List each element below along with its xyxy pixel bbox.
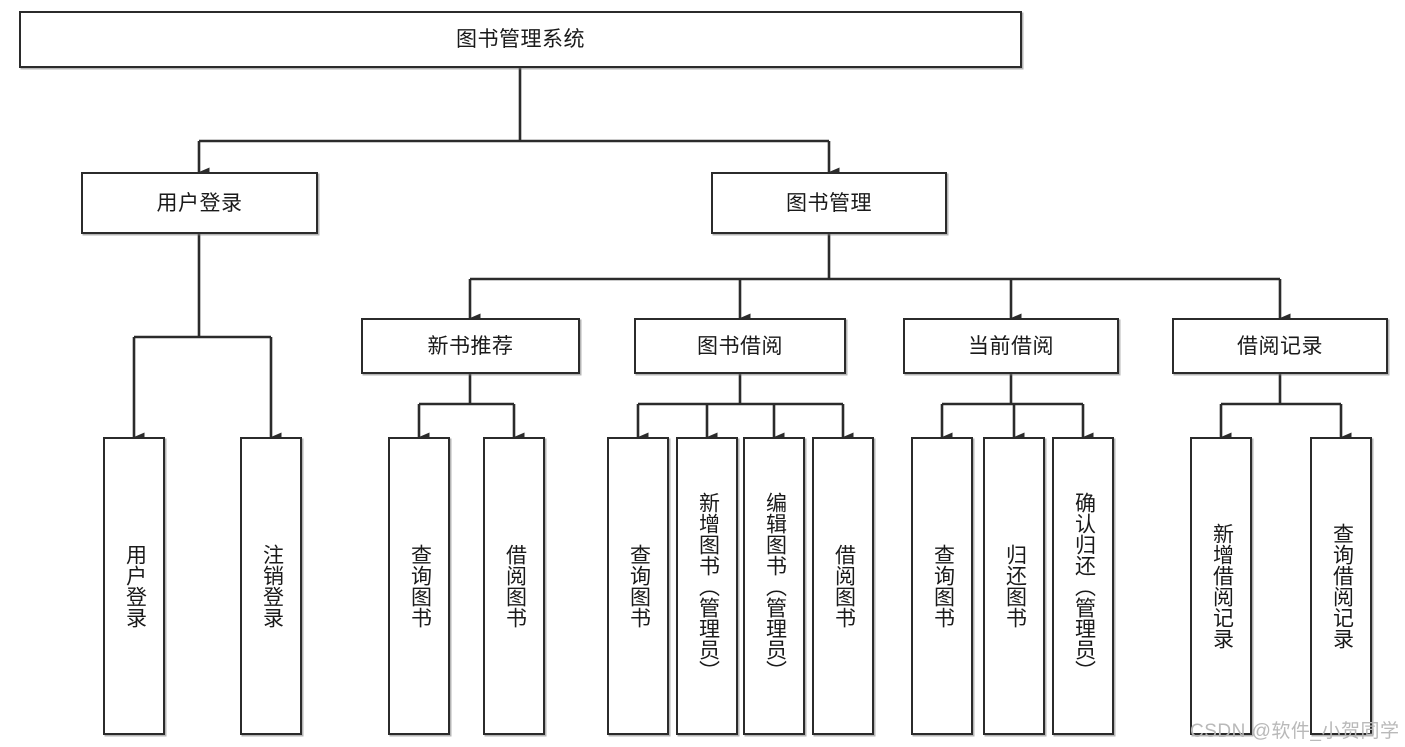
connector-bookmgmt-to-level3 [468, 234, 1291, 323]
node-label: 归还图书 [1003, 544, 1027, 628]
node-label: 编辑图书（管理员） [763, 491, 787, 681]
connector-current-to-leaves [940, 374, 1094, 442]
node-label: 查询图书 [931, 544, 955, 628]
node-leaf-查询借阅记录-12[interactable]: 查询借阅记录 [1310, 437, 1372, 735]
node-leaf-新增借阅记录-11[interactable]: 新增借阅记录 [1190, 437, 1252, 735]
node-label: 图书借阅 [697, 334, 783, 358]
node-label: 新增借阅记录 [1210, 523, 1234, 649]
node-leaf-查询图书-8[interactable]: 查询图书 [911, 437, 973, 735]
node-label: 确认归还（管理员） [1072, 491, 1096, 681]
connector-newbook-to-leaves [417, 374, 525, 442]
node-leaf-注销登录-1[interactable]: 注销登录 [240, 437, 302, 735]
connector-root-to-level2 [197, 68, 840, 177]
node-l3-图书借阅[interactable]: 图书借阅 [634, 318, 846, 374]
node-l2-图书管理[interactable]: 图书管理 [711, 172, 947, 234]
node-label: 查询图书 [408, 544, 432, 628]
node-label: 新书推荐 [427, 334, 514, 358]
node-label: 借阅图书 [503, 544, 527, 628]
node-label: 借阅记录 [1237, 334, 1323, 358]
node-label: 用户登录 [123, 544, 147, 628]
node-label: 图书管理 [786, 191, 872, 215]
node-leaf-确认归还管理员-10[interactable]: 确认归还（管理员） [1052, 437, 1114, 735]
node-label: 注销登录 [260, 544, 284, 628]
node-leaf-归还图书-9[interactable]: 归还图书 [983, 437, 1045, 735]
node-label: 借阅图书 [832, 544, 856, 628]
node-leaf-借阅图书-7[interactable]: 借阅图书 [812, 437, 874, 735]
node-l3-借阅记录[interactable]: 借阅记录 [1172, 318, 1388, 374]
connector-lines [132, 68, 1352, 442]
node-l2-用户登录[interactable]: 用户登录 [81, 172, 318, 234]
connector-record-to-leaves [1219, 374, 1352, 442]
node-leaf-用户登录-0[interactable]: 用户登录 [103, 437, 165, 735]
node-root-图书管理系统[interactable]: 图书管理系统 [19, 11, 1022, 68]
node-label: 查询借阅记录 [1330, 523, 1354, 649]
node-leaf-编辑图书管理员-6[interactable]: 编辑图书（管理员） [743, 437, 805, 735]
connector-borrow-to-leaves [636, 374, 854, 442]
node-label: 查询图书 [627, 544, 651, 628]
node-leaf-借阅图书-3[interactable]: 借阅图书 [483, 437, 545, 735]
connector-login-to-leaves [132, 234, 282, 442]
node-leaf-查询图书-2[interactable]: 查询图书 [388, 437, 450, 735]
node-l3-当前借阅[interactable]: 当前借阅 [903, 318, 1119, 374]
node-leaf-新增图书管理员-5[interactable]: 新增图书（管理员） [676, 437, 738, 735]
node-label: 图书管理系统 [456, 28, 585, 51]
node-l3-新书推荐[interactable]: 新书推荐 [361, 318, 580, 374]
node-label: 新增图书（管理员） [696, 491, 720, 681]
node-leaf-查询图书-4[interactable]: 查询图书 [607, 437, 669, 735]
node-label: 当前借阅 [968, 334, 1054, 358]
node-label: 用户登录 [156, 191, 243, 215]
